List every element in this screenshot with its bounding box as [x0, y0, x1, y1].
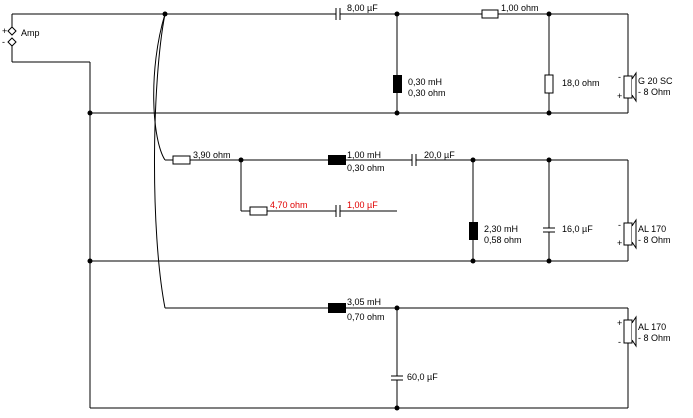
mid-l1-value-label: 1,00 mH: [347, 150, 381, 160]
mid-r1-label: 3,90 ohm: [193, 150, 231, 160]
junction-dots: [87, 11, 552, 411]
top-speaker-impedance: - 8 Ohm: [638, 87, 671, 97]
junction-dot: [87, 110, 93, 116]
amp-minus-sign: -: [2, 37, 5, 47]
amp-terminal-plus-icon: [7, 26, 17, 36]
mid-speaker-plus: +: [617, 238, 622, 248]
amp-plus-sign: +: [2, 26, 7, 36]
top-speaker-minus: -: [618, 72, 621, 82]
feed-curve-mid: [153, 13, 166, 161]
amp-label: Amp: [21, 28, 40, 38]
mid-l1-inductor-icon: [328, 155, 346, 165]
notch-resistor-icon: [249, 206, 268, 216]
bot-speaker-minus: -: [618, 337, 621, 347]
mid-c2-label: 16,0 µF: [562, 224, 593, 234]
top-l1-value-label: 0,30 mH: [408, 77, 442, 87]
top-speaker-icon: [623, 71, 637, 103]
feed-curve: [154, 13, 166, 309]
mid-l2-value-label: 2,30 mH: [484, 224, 518, 234]
bot-l1-value-label: 3,05 mH: [347, 297, 381, 307]
mid-speaker-name: AL 170: [638, 224, 666, 234]
wires: [11, 13, 629, 409]
mid-l1-resistance-label: 0,30 ohm: [347, 163, 385, 173]
mid-r1-resistor-icon: [172, 155, 191, 165]
junction-dot: [546, 157, 552, 163]
bot-speaker-plus: +: [617, 318, 622, 328]
capacitors: [335, 8, 555, 381]
top-r1-label: 1,00 ohm: [501, 3, 539, 13]
mid-c1-label: 20,0 µF: [424, 150, 455, 160]
mid-l2-inductor-icon: [469, 222, 478, 240]
top-c1-label: 8,00 µF: [347, 3, 378, 13]
bot-l1-inductor-icon: [328, 303, 346, 313]
resistors: [172, 9, 554, 216]
junction-dot: [87, 258, 93, 264]
junction-dot: [238, 157, 244, 163]
junction-dot: [470, 258, 476, 264]
amp-terminal-minus-icon: [7, 37, 17, 47]
junction-dot: [394, 11, 400, 17]
junction-dot: [394, 305, 400, 311]
mid-l2-resistance-label: 0,58 ohm: [484, 235, 522, 245]
top-r1-resistor-icon: [481, 9, 499, 19]
bot-l1-resistance-label: 0,70 ohm: [347, 312, 385, 322]
mid-speaker-impedance: - 8 Ohm: [638, 235, 671, 245]
bot-speaker-name: AL 170: [638, 322, 666, 332]
top-l1-inductor-icon: [393, 75, 402, 93]
junction-dot: [470, 157, 476, 163]
notch-capacitor-label: 1,00 µF: [347, 200, 378, 210]
top-speaker-name: G 20 SC: [638, 76, 673, 86]
top-speaker-plus: +: [617, 91, 622, 101]
junction-dot: [162, 11, 168, 17]
top-r2-resistor-icon: [544, 74, 554, 94]
top-r2-label: 18,0 ohm: [562, 78, 600, 88]
bot-c1-label: 60,0 µF: [407, 372, 438, 382]
speakers: [623, 71, 637, 348]
mid-speaker-icon: [623, 218, 637, 250]
junction-dot: [394, 405, 400, 411]
bot-speaker-impedance: - 8 Ohm: [638, 333, 671, 343]
inductors: [328, 75, 478, 313]
mid-speaker-minus: -: [618, 220, 621, 230]
junction-dot: [394, 110, 400, 116]
junction-dot: [546, 11, 552, 17]
amp-terminals: [7, 26, 17, 47]
bot-speaker-icon: [623, 315, 637, 348]
top-l1-resistance-label: 0,30 ohm: [408, 88, 446, 98]
notch-resistor-label: 4,70 ohm: [270, 200, 308, 210]
junction-dot: [546, 258, 552, 264]
junction-dot: [546, 110, 552, 116]
